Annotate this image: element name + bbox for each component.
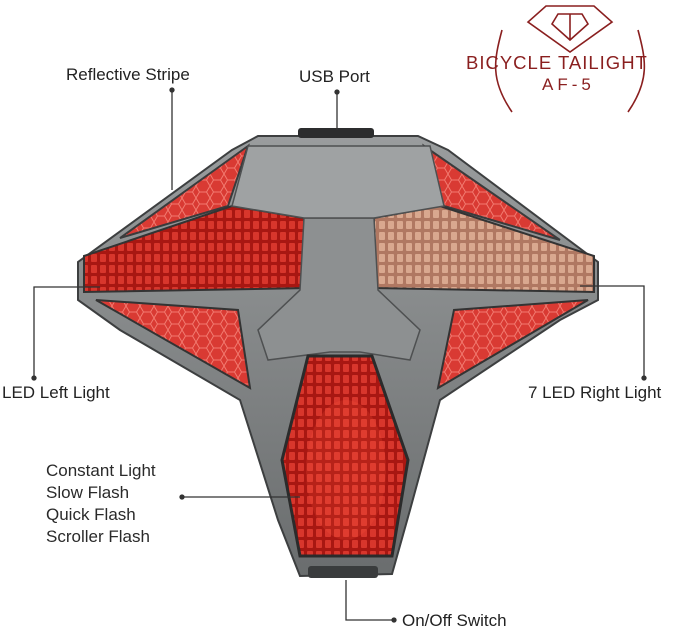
center-led-lens xyxy=(280,354,410,558)
mode-item: Scroller Flash xyxy=(46,527,150,546)
reflective-stripe-label: Reflective Stripe xyxy=(66,65,190,84)
light-modes-list: Constant Light Slow Flash Quick Flash Sc… xyxy=(46,460,156,548)
on-off-switch-label: On/Off Switch xyxy=(402,611,507,630)
left-reflector-top xyxy=(119,143,250,239)
center-spine xyxy=(257,217,421,361)
on-off-switch xyxy=(308,566,378,578)
mode-item: Quick Flash xyxy=(46,505,136,524)
usb-port-label: USB Port xyxy=(299,67,370,86)
brand-model: AF-5 xyxy=(542,75,595,94)
brand-logo: BICYCLE TAILIGHT AF-5 xyxy=(462,0,679,122)
usb-port xyxy=(298,128,374,138)
mode-item: Slow Flash xyxy=(46,483,130,502)
callout-lines xyxy=(31,87,647,623)
top-plate xyxy=(231,145,445,219)
center-glow xyxy=(306,400,386,540)
right-light-label: 7 LED Right Light xyxy=(528,383,662,402)
mode-item: Constant Light xyxy=(46,461,156,480)
brand-logo-icon xyxy=(494,5,646,113)
left-light-label: LED Left Light xyxy=(2,383,110,402)
left-led-bar xyxy=(83,204,310,294)
brand-title: BICYCLE TAILIGHT xyxy=(466,52,648,73)
right-reflector-lower xyxy=(436,299,589,390)
left-reflector-lower xyxy=(95,299,252,390)
